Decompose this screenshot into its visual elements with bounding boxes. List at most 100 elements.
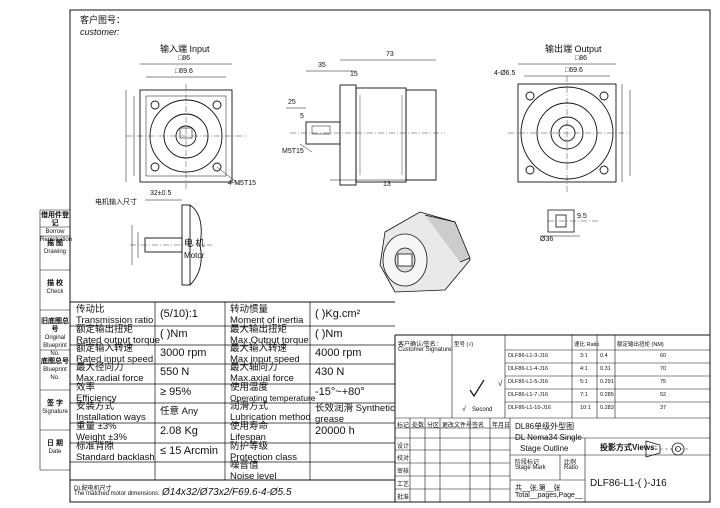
motor-dims-value: Ø14x32/Ø73x2/F69.6-4-Ø5.5 bbox=[162, 487, 292, 498]
input-view bbox=[125, 63, 246, 190]
spec-value: -15°~+80° bbox=[315, 386, 365, 398]
stage-detail bbox=[540, 209, 600, 237]
side-view bbox=[286, 59, 445, 186]
ratio-value: 5:1 bbox=[580, 379, 588, 385]
ratio-model: DLF86-L1-7-J16 bbox=[508, 392, 549, 398]
dim-32: 32±0.5 bbox=[150, 190, 172, 197]
col-doc: 更改文件号 bbox=[442, 423, 473, 429]
dim-input-696: □69.6 bbox=[175, 68, 193, 75]
spec-value: ≥ 95% bbox=[160, 386, 192, 398]
spec-row: 重量 ±3%Weight ±3% bbox=[76, 421, 127, 443]
motor-view-title: 电机输入尺寸 bbox=[95, 199, 137, 206]
role-design: 设计 bbox=[397, 444, 410, 450]
col-signature: 签名 bbox=[472, 423, 485, 429]
ratio-torque: 70 bbox=[660, 366, 667, 372]
stage-mark-en: Stage Mark bbox=[515, 465, 546, 471]
motor-label-cn: 电 机 bbox=[184, 238, 205, 248]
role-check: 校对 bbox=[397, 456, 410, 462]
spec-value: 20000 h bbox=[315, 425, 355, 437]
col-zone: 分区 bbox=[427, 423, 440, 429]
dim-73: 73 bbox=[386, 51, 394, 58]
col-date: 年月日 bbox=[492, 423, 511, 429]
dim-25: 25 bbox=[288, 99, 296, 106]
col-count: 处数 bbox=[412, 423, 425, 429]
spec-value: 任意 Any bbox=[160, 406, 199, 417]
ratio-torque: 52 bbox=[660, 392, 667, 398]
projection-icon bbox=[640, 440, 688, 458]
motor-view bbox=[130, 199, 212, 286]
ratio-model: DLF86-L1-3-J16 bbox=[508, 353, 549, 359]
ratio-header: 额定输出扭矩 (NM) bbox=[617, 342, 664, 348]
input-view-title: 输入端 Input bbox=[160, 44, 210, 54]
spec-value: ( )Kg.cm² bbox=[315, 308, 361, 320]
title-cn: DL86单级外型图 bbox=[515, 422, 575, 431]
dim-input-86: □86 bbox=[178, 55, 191, 62]
total-pages-en: Total__pages,Page__ bbox=[515, 492, 583, 499]
spec-value: 2.08 Kg bbox=[160, 425, 198, 437]
ratio-value: 7:1 bbox=[580, 392, 588, 398]
ratio-value: 10:1 bbox=[580, 405, 591, 411]
dim-output-696: □69.6 bbox=[565, 67, 583, 74]
spec-value: 4000 rpm bbox=[315, 347, 362, 359]
ratio-model: DLF86-L1-10-J16 bbox=[508, 405, 552, 411]
ratio-second-label: Second bbox=[472, 407, 493, 413]
title-en-1: DL Nema34 Single bbox=[515, 433, 582, 442]
customer-no-label: 客户图号： bbox=[80, 15, 126, 25]
motor-dims-label-en: The matched motor dimensions: bbox=[74, 491, 160, 497]
dim-9-5: 9.5 bbox=[577, 213, 587, 220]
role-audit: 审核 bbox=[397, 469, 410, 475]
spec-value: 550 N bbox=[160, 366, 190, 378]
dim-4-holes: 4-Ø6.5 bbox=[494, 70, 516, 77]
dim-36: Ø36 bbox=[540, 236, 554, 243]
spec-value: (5/10):1 bbox=[160, 308, 198, 320]
ratio-inertia: 0.285 bbox=[600, 392, 614, 398]
motor-label-en: Motor bbox=[184, 251, 205, 260]
ratio-header: 型号 (√) bbox=[454, 342, 474, 348]
total-pages-cn: 共__张,第__张 bbox=[515, 485, 561, 492]
scale-cn: 比例 bbox=[564, 460, 577, 466]
title-en-2: Stage Outline bbox=[520, 444, 569, 453]
dim-13: 13 bbox=[383, 181, 391, 188]
spec-value: ( )Nm bbox=[315, 328, 343, 340]
spec-value: 长效润滑 Synthetic grease bbox=[315, 403, 395, 425]
ratio-torque: 75 bbox=[660, 379, 667, 385]
ratio-torque: 60 bbox=[660, 353, 667, 359]
ratio-inertia: 0.4 bbox=[600, 353, 608, 359]
dim-4-m5t15: 4-M5T15 bbox=[228, 180, 257, 187]
col-mark: 标记 bbox=[397, 423, 410, 429]
dim-output-86: □86 bbox=[575, 55, 588, 62]
role-approval: 批准 bbox=[397, 495, 410, 501]
motor-dims-label-cn: DL配电机尺寸 bbox=[74, 486, 112, 492]
ratio-value: 4:1 bbox=[580, 366, 588, 372]
spec-value: 3000 rpm bbox=[160, 347, 207, 359]
ratio-inertia: 0.283 bbox=[600, 405, 614, 411]
role-process: 工艺 bbox=[397, 482, 410, 488]
spec-value: 430 N bbox=[315, 366, 345, 378]
ratio-second-check: √ bbox=[462, 406, 466, 413]
dim-15: 15 bbox=[350, 71, 358, 78]
ratio-value: 3:1 bbox=[580, 353, 588, 359]
